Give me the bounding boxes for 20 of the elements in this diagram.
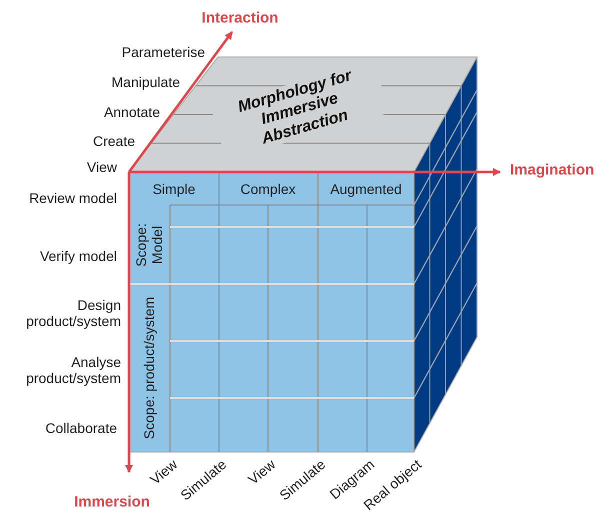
level-label: View [86, 158, 117, 176]
axis-label: Immersion [73, 493, 151, 511]
level-label: Verify model [40, 248, 117, 264]
level-label: Annotate [104, 104, 160, 120]
level-label: Design product/system [25, 296, 121, 330]
column-label: View [244, 456, 278, 490]
scope-label: Scope: Model [132, 222, 166, 269]
level-label: Analyse product/system [25, 354, 121, 386]
axis-label: Imagination [510, 161, 594, 179]
column-header: Complex [239, 180, 297, 198]
column-header: Simple [152, 180, 196, 198]
level-label: Parameterise [122, 44, 205, 60]
level-label: Create [92, 132, 135, 150]
scope-label: Scope: product/system [140, 296, 158, 442]
level-label: Collaborate [45, 420, 117, 436]
column-header: Augmented [329, 180, 403, 198]
axis-label: Interaction [200, 9, 280, 27]
level-label: Manipulate [112, 74, 180, 90]
column-label: View [146, 456, 180, 490]
level-label: Review model [29, 190, 117, 206]
